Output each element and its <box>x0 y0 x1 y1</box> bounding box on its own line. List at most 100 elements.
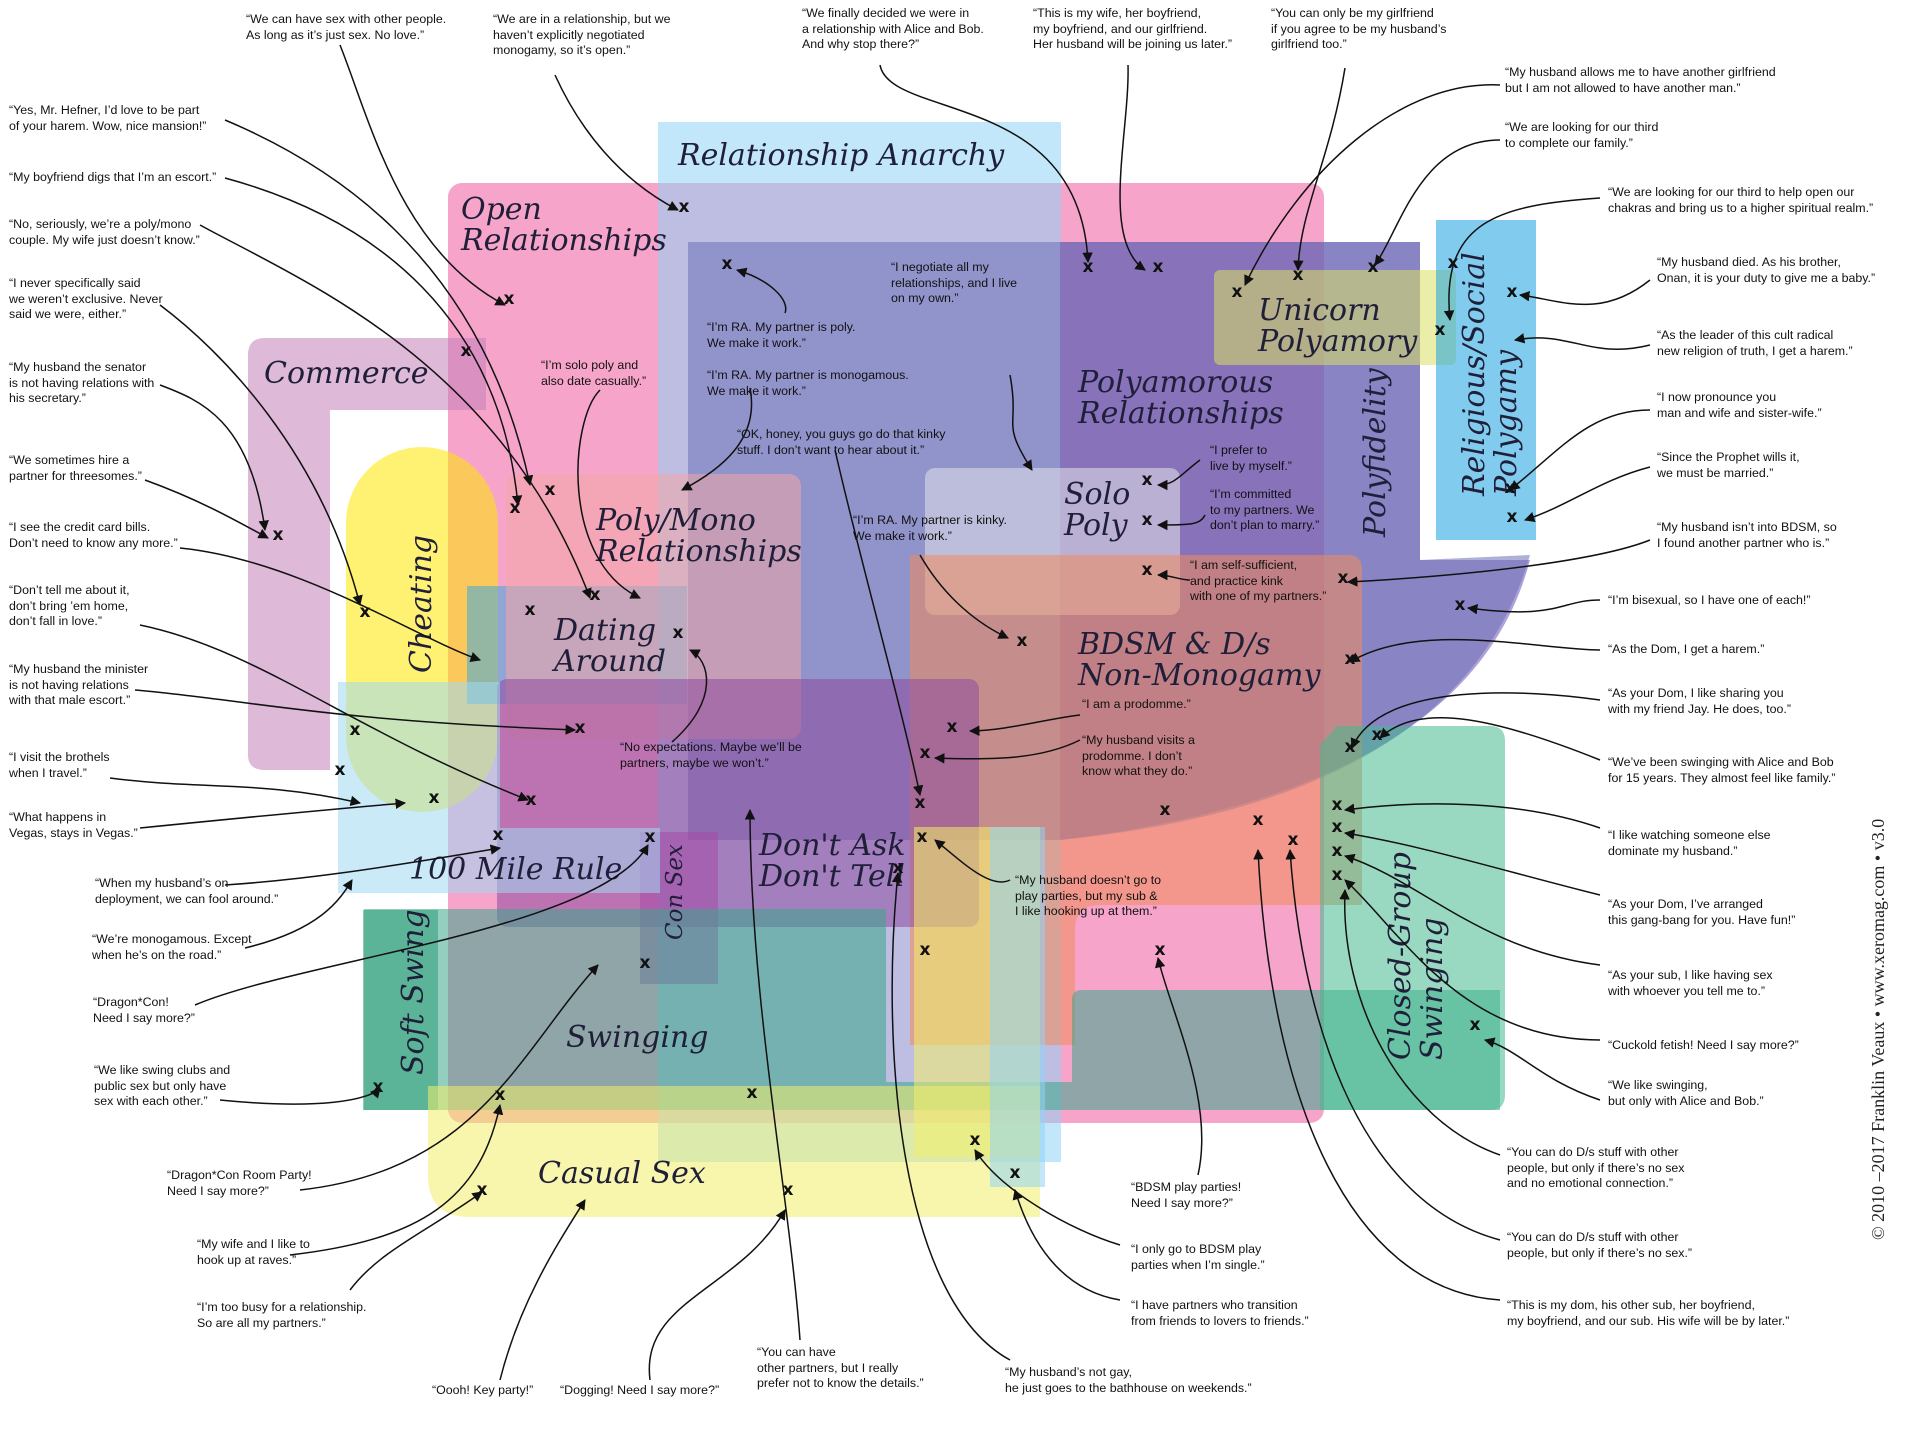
leader-q52 <box>681 387 753 491</box>
quote: “I see the credit card bills. Don’t need… <box>9 520 178 550</box>
quote: “Oooh! Key party!” <box>432 1383 534 1397</box>
x-mark: x <box>1232 282 1243 302</box>
label-polymono-line2: Relationships <box>595 534 802 569</box>
label-solo-line2: Poly <box>1063 508 1129 543</box>
quote: “Dogging! Need I say more?” <box>560 1383 720 1397</box>
leader-q08 <box>1443 197 1601 322</box>
quote: “OK, honey, you guys go do that kinky st… <box>737 427 946 457</box>
quote: “Dragon*Con! Need I say more?” <box>93 995 195 1025</box>
quote: “I only go to BDSM play parties when I’m… <box>1131 1242 1265 1272</box>
label-religious-line1: Religious/Social <box>1457 252 1492 497</box>
quote: “This is my wife, her boyfriend, my boyf… <box>1033 6 1233 51</box>
quote: “As the Dom, I get a harem.” <box>1608 642 1765 656</box>
quote: “I negotiate all my relationships, and I… <box>891 260 1018 305</box>
leader-q57 <box>1156 514 1206 531</box>
quote: “My husband died. As his brother, Onan, … <box>1657 255 1876 285</box>
x-mark: x <box>1470 1015 1481 1035</box>
label-polymono-line1: Poly/Mono <box>595 503 756 538</box>
quote: “We like swinging, but only with Alice a… <box>1608 1078 1764 1108</box>
leader-q03 <box>879 64 1093 264</box>
quote: “I’m RA. My partner is monogamous. We ma… <box>707 368 909 398</box>
leader-q42 <box>289 1103 504 1256</box>
leader-q41 <box>299 964 599 1191</box>
leader-q11 <box>1509 409 1651 491</box>
x-mark: x <box>1368 257 1379 277</box>
x-mark: x <box>429 788 440 808</box>
quote: “I’m too busy for a relationship. So are… <box>197 1300 367 1330</box>
leader-q24 <box>1285 848 1501 1241</box>
x-mark: x <box>1332 795 1343 815</box>
quote: “I am a prodomme.” <box>1082 697 1191 711</box>
label-swinging: Swinging <box>566 1020 708 1055</box>
x-mark: x <box>1288 830 1299 850</box>
copyright-notice: © 2010 –2017 Franklin Veaux • www.xeroma… <box>1868 818 1888 1240</box>
leader-q54 <box>577 389 641 599</box>
quote: “You can only be my girlfriend if you ag… <box>1271 6 1447 51</box>
quote: “I’m RA. My partner is kinky. We make it… <box>853 513 1007 543</box>
leader-q40 <box>219 1087 381 1105</box>
x-mark: x <box>1345 649 1356 669</box>
leader-q27 <box>224 177 523 507</box>
label-commerce: Commerce <box>264 356 429 391</box>
x-mark: x <box>1448 253 1459 273</box>
label-religious: Religious/SocialPolygamy <box>1457 252 1524 497</box>
leader-q18 <box>1343 803 1601 829</box>
leader-q46 <box>744 808 801 1341</box>
leader-q44 <box>499 1199 586 1381</box>
x-mark: x <box>510 498 521 518</box>
region-soft-swing <box>363 910 438 1110</box>
quote: “My husband doesn’t go to play parties, … <box>1015 873 1162 918</box>
x-mark: x <box>645 827 656 847</box>
quote: “As your Dom, I like sharing you with my… <box>1608 686 1791 716</box>
x-mark: x <box>1155 940 1166 960</box>
quote: “We are looking for our third to help op… <box>1608 185 1874 215</box>
label-dadt-line2: Don't Tell <box>758 859 905 894</box>
leader-q02 <box>554 74 679 211</box>
quote: “You can have other partners, but I real… <box>757 1345 924 1390</box>
region-poly-mono <box>506 474 801 739</box>
quote: “We’re monogamous. Except when he’s on t… <box>92 932 252 962</box>
x-mark: x <box>1142 470 1153 490</box>
quote: “We are in a relationship, but we haven’… <box>493 12 671 57</box>
quote: “My husband the minister is not having r… <box>9 662 149 707</box>
x-mark: x <box>1507 282 1518 302</box>
leader-q49 <box>974 1149 1121 1246</box>
label-cheating: Cheating <box>404 535 439 673</box>
x-mark: x <box>526 790 537 810</box>
x-mark: x <box>1142 510 1153 530</box>
x-mark: x <box>915 793 926 813</box>
x-mark: x <box>1253 810 1264 830</box>
quote: “BDSM play parties! Need I say more?” <box>1131 1180 1242 1210</box>
x-mark: x <box>1332 817 1343 837</box>
quote: “I have partners who transition from fri… <box>1131 1298 1309 1328</box>
leader-q37 <box>224 844 502 886</box>
quote: “We can have sex with other people. As l… <box>246 12 447 42</box>
x-mark: x <box>495 1085 506 1105</box>
x-mark: x <box>1142 560 1153 580</box>
leader-q10 <box>1513 333 1651 350</box>
quote: “My boyfriend digs that I’m an escort.” <box>9 170 217 184</box>
label-con-sex: Con Sex <box>662 844 688 940</box>
x-mark: x <box>679 197 690 217</box>
label-dating-line1: Dating <box>553 613 656 648</box>
leader-q13 <box>1346 539 1651 587</box>
leader-q61 <box>933 739 1081 764</box>
region-swinging <box>364 909 1500 1110</box>
quote: “I now pronounce you man and wife and si… <box>1657 390 1822 420</box>
x-mark: x <box>1017 631 1028 651</box>
leader-q15 <box>1349 638 1601 663</box>
leader-q31 <box>144 479 269 539</box>
label-solo-line1: Solo <box>1064 477 1130 512</box>
x-mark: x <box>1332 841 1343 861</box>
quote: “Cuckold fetish! Need I say more?” <box>1608 1038 1799 1052</box>
x-mark: x <box>947 717 958 737</box>
leader-q29 <box>159 304 363 607</box>
quote: “I’m RA. My partner is poly. We make it … <box>707 320 856 350</box>
label-open-line1: Open <box>461 192 542 227</box>
leader-q22 <box>1483 1037 1601 1101</box>
label-closed-line2: Swinging <box>1415 918 1450 1060</box>
